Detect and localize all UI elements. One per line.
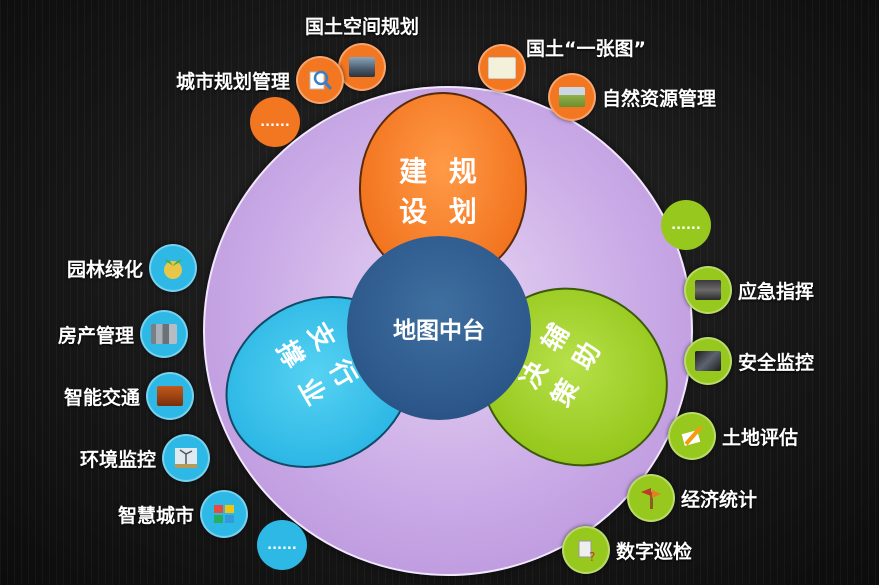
node-environment-monitor[interactable]: 环境监控 (80, 434, 211, 482)
farmland-photo-icon (548, 73, 596, 121)
globe-plant-icon (149, 244, 198, 292)
node-real-estate[interactable]: 房产管理 (58, 310, 189, 358)
wind-turbine-icon (162, 434, 211, 482)
node-smart-traffic[interactable]: 智能交通 (64, 372, 195, 420)
node-label: 环境监控 (80, 448, 157, 471)
node-label: 园林绿化 (67, 258, 144, 281)
node-label: 应急指挥 (738, 280, 815, 303)
node-urban-planning[interactable]: 城市规划管理 (176, 56, 345, 104)
node-label: 房产管理 (58, 324, 135, 347)
command-room-icon (684, 266, 732, 314)
node-label: 国土空间规划 (305, 16, 420, 38)
node-label: 城市规划管理 (176, 70, 291, 93)
traffic-photo-icon (146, 372, 195, 420)
more-right[interactable]: ...... (661, 200, 711, 250)
node-natural-resources[interactable]: 自然资源管理 (548, 73, 716, 121)
map-platform-center: 地图中台 (347, 236, 531, 420)
node-label: 安全监控 (738, 351, 815, 374)
node-land-one-map-label-wrap: 国土“一张图” (526, 34, 646, 61)
node-digital-inspection[interactable]: ? 数字巡检 (562, 526, 692, 574)
node-label: 自然资源管理 (602, 87, 717, 110)
buildings-photo-icon (140, 310, 189, 358)
node-label: 土地评估 (722, 426, 799, 449)
magnifier-document-icon (296, 56, 345, 104)
node-label: 智慧城市 (118, 504, 195, 527)
svg-text:?: ? (589, 550, 595, 564)
railway-photo-icon (338, 43, 386, 91)
node-label: 经济统计 (681, 488, 758, 511)
more-top-left[interactable]: ...... (250, 97, 300, 147)
cctv-screen-icon (684, 337, 732, 385)
node-territorial-planning[interactable]: 国土空间规划 (305, 12, 419, 91)
node-label: 智能交通 (64, 386, 141, 409)
node-land-one-map[interactable] (478, 44, 526, 92)
map-icon (478, 44, 526, 92)
signpost-icon (627, 474, 675, 522)
node-label: 数字巡检 (616, 540, 693, 563)
node-label: 国土“一张图” (526, 38, 646, 60)
city-grid-icon (200, 490, 249, 538)
inspection-icon: ? (562, 526, 610, 574)
node-smart-city[interactable]: 智慧城市 (118, 490, 249, 538)
node-economic-statistics[interactable]: 经济统计 (627, 474, 757, 522)
lobe-planning-line2: 设 划 (399, 195, 483, 228)
node-emergency-command[interactable]: 应急指挥 (684, 266, 814, 314)
node-land-evaluation[interactable]: 土地评估 (668, 412, 798, 460)
lobe-planning-text: 建 规 设 划 (398, 152, 484, 232)
more-bottom-left[interactable]: ...... (257, 520, 307, 570)
node-landscaping[interactable]: 园林绿化 (67, 244, 198, 292)
node-security-monitor[interactable]: 安全监控 (684, 337, 814, 385)
pencil-paper-icon (668, 412, 716, 460)
lobe-planning-line1: 建 规 (399, 155, 483, 188)
